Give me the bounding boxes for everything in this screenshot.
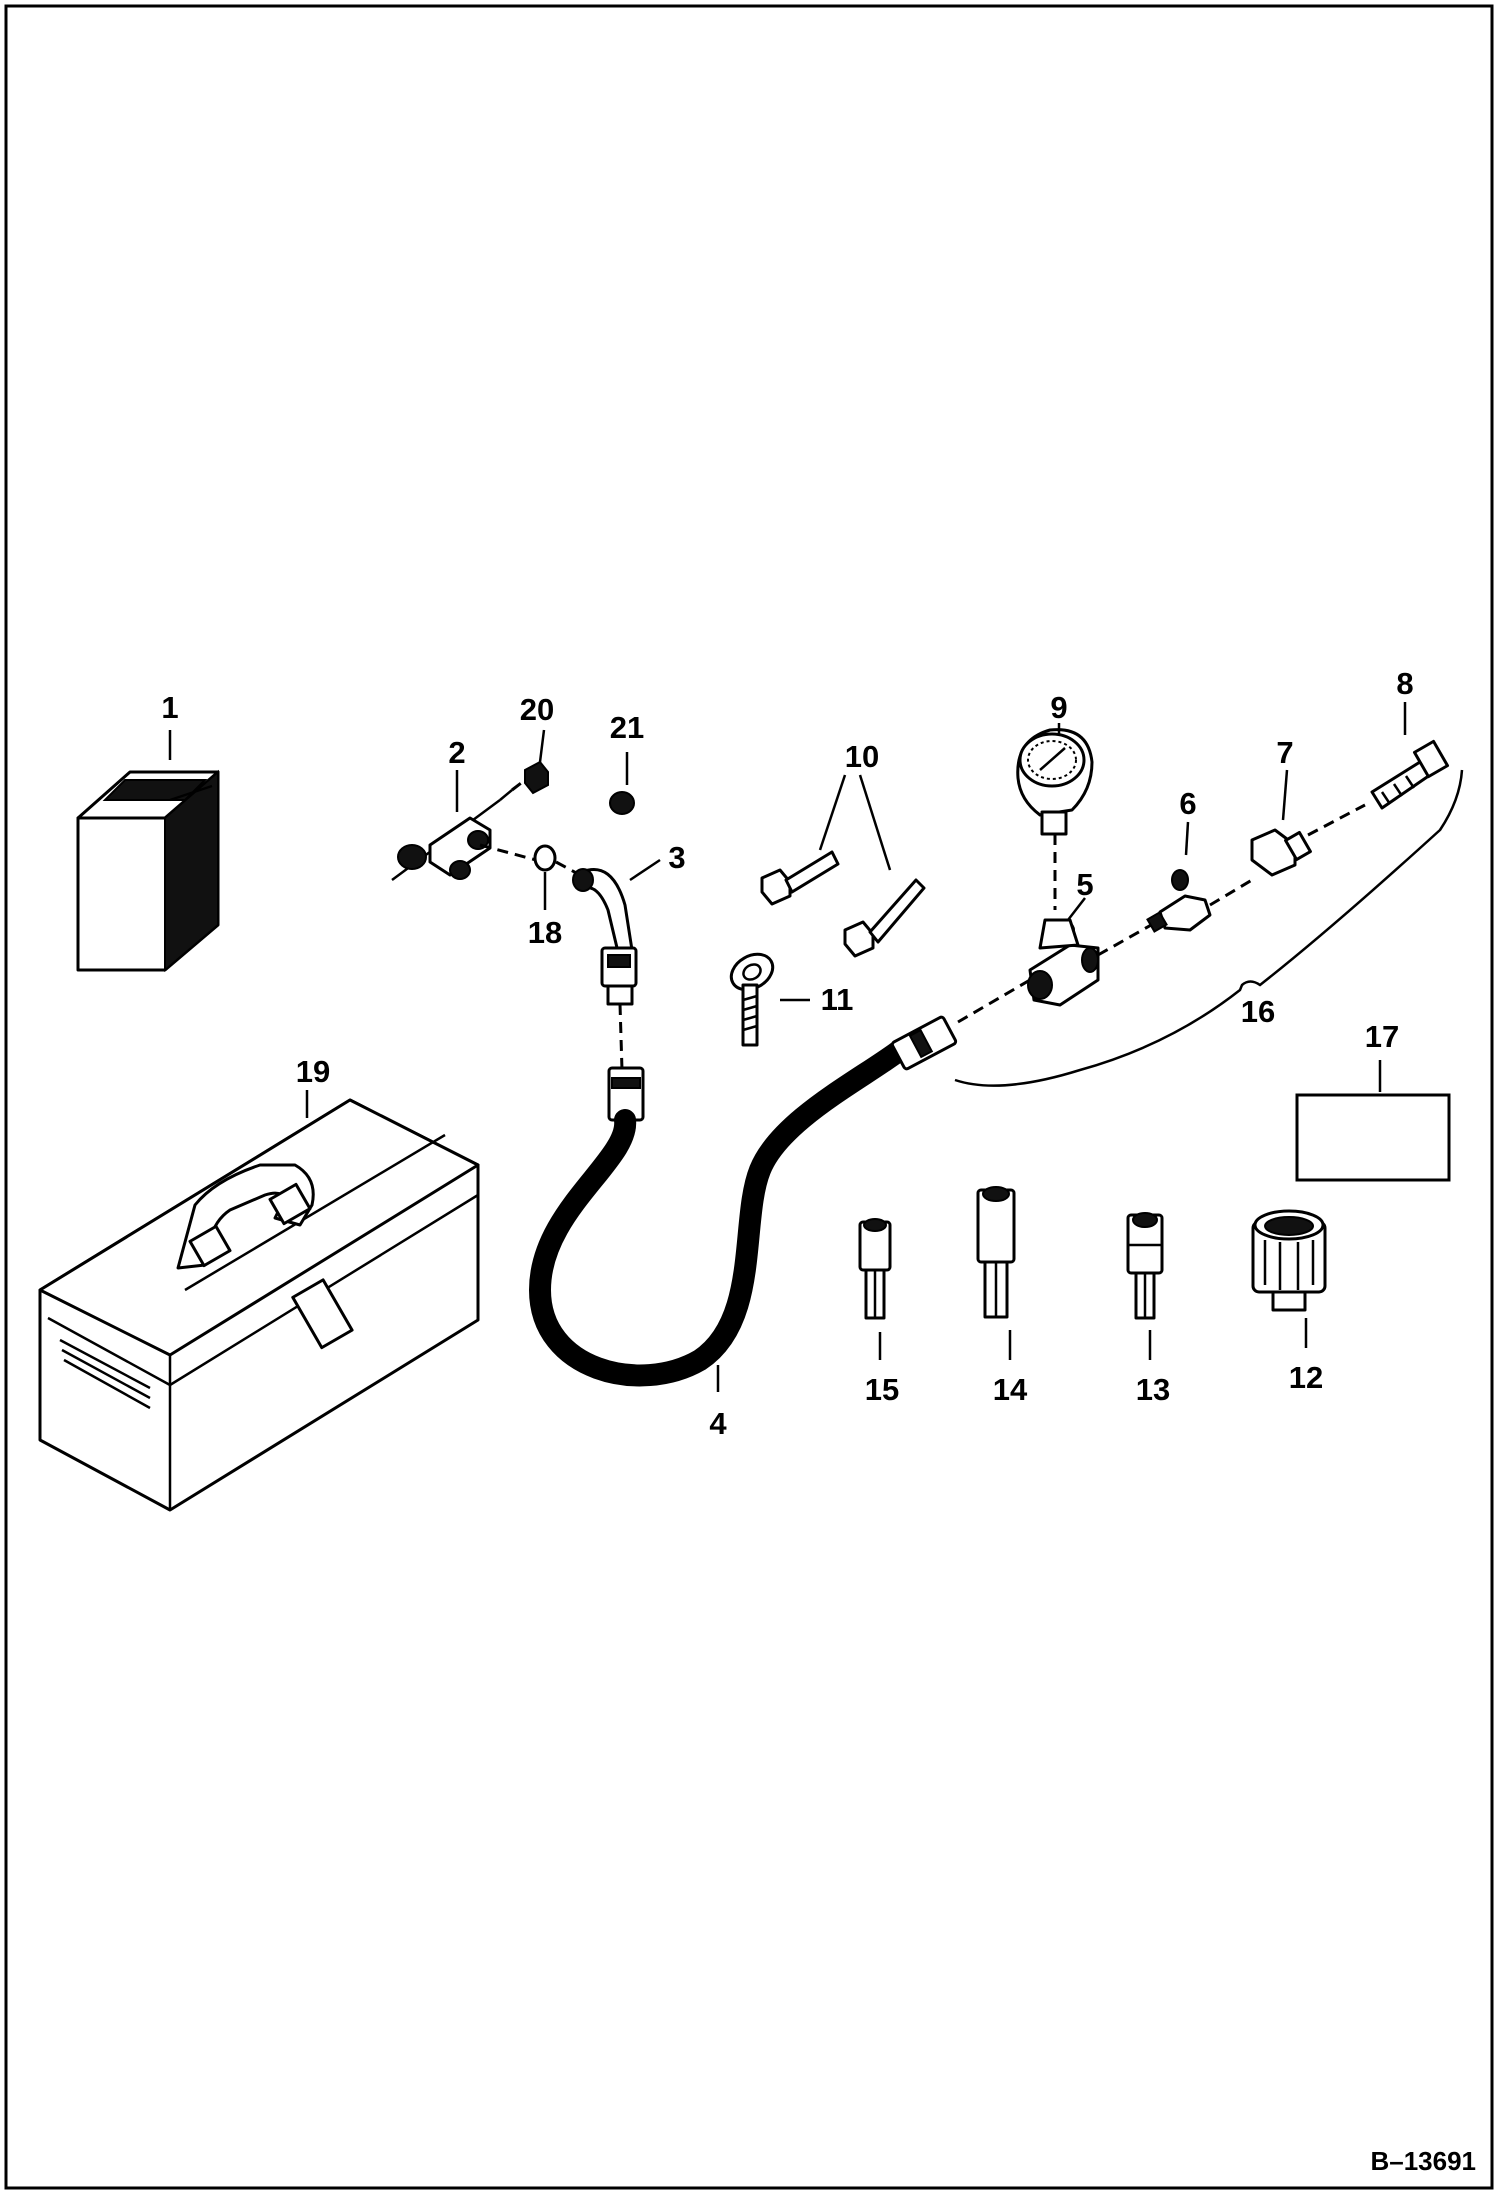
callout-2: 2 <box>448 735 465 770</box>
callout-5: 5 <box>1076 867 1093 902</box>
callout-15: 15 <box>865 1372 899 1407</box>
part-21-plug <box>609 791 635 815</box>
leader-5-6 <box>1097 918 1161 957</box>
part-6-adapter <box>1146 869 1212 933</box>
leader-2-20 <box>511 778 526 792</box>
part-5-tee-fitting <box>1027 918 1100 1007</box>
part-16-bracket <box>954 769 1464 1087</box>
part-17-decal <box>1295 1093 1451 1182</box>
callout-14: 14 <box>993 1372 1028 1407</box>
callout-13: 13 <box>1136 1372 1170 1407</box>
part-19-toolbox <box>38 1098 480 1512</box>
callout-9: 9 <box>1050 690 1067 725</box>
callout-17: 17 <box>1365 1019 1399 1054</box>
drawing-code: B–13691 <box>1370 2146 1476 2176</box>
callout-6: 6 <box>1179 786 1196 821</box>
callout-1: 1 <box>161 690 178 725</box>
part-10-bolts <box>760 850 926 958</box>
callout-10: 10 <box>845 739 879 774</box>
callout-18: 18 <box>528 915 562 950</box>
part-14-socket <box>976 1186 1016 1319</box>
part-8-quick-coupler <box>1370 739 1450 810</box>
part-7-adapter-nut <box>1250 828 1312 877</box>
callout-11: 11 <box>821 982 854 1017</box>
part-11-eye-bolt <box>729 952 775 1047</box>
part-4-hose <box>528 1015 958 1387</box>
callout-19: 19 <box>296 1054 330 1089</box>
callout-4: 4 <box>709 1406 727 1441</box>
callout-3: 3 <box>668 840 685 875</box>
leader-4-5 <box>957 978 1031 1024</box>
leader-2-18 <box>479 843 537 862</box>
leader-3-4 <box>618 1003 624 1071</box>
part-12-socket <box>1251 1209 1327 1312</box>
callout-8: 8 <box>1396 666 1413 701</box>
callout-20: 20 <box>520 692 554 727</box>
callout-16: 16 <box>1241 994 1275 1029</box>
part-9-pressure-gauge <box>1016 728 1094 836</box>
part-15-socket <box>858 1218 892 1320</box>
part-20-fitting <box>524 760 549 795</box>
part-1-operators-manual <box>76 769 220 973</box>
page-border <box>4 4 1494 2190</box>
part-13-socket <box>1126 1212 1164 1320</box>
part-3-elbow-fitting <box>572 867 638 1006</box>
part-2-coupler-block <box>391 789 513 882</box>
callout-21: 21 <box>610 710 644 745</box>
leader-6-7 <box>1209 878 1253 907</box>
callout-12: 12 <box>1289 1360 1323 1395</box>
part-18-o-ring <box>533 844 557 872</box>
callout-leaders <box>168 702 1407 1392</box>
callout-7: 7 <box>1276 735 1293 770</box>
leader-7-8 <box>1307 803 1366 837</box>
